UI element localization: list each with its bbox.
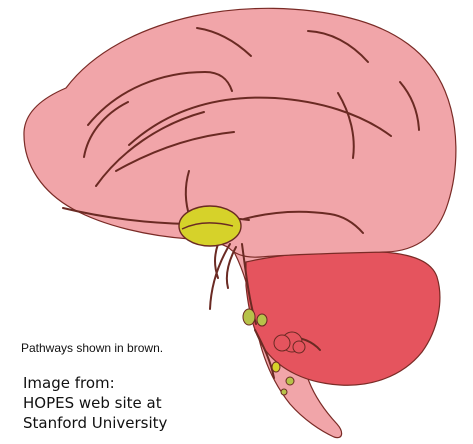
nucleus-8 xyxy=(293,341,305,353)
image-credit: Image from: HOPES web site at Stanford U… xyxy=(23,373,167,433)
nucleus-2 xyxy=(257,314,267,326)
nucleus-5 xyxy=(281,389,287,395)
nucleus-3 xyxy=(272,362,280,372)
nucleus-1 xyxy=(243,309,255,325)
nucleus-7 xyxy=(274,335,290,351)
credit-line-2: HOPES web site at xyxy=(23,393,167,413)
credit-line-3: Stanford University xyxy=(23,413,167,433)
pathways-note: Pathways shown in brown. xyxy=(21,341,163,355)
credit-line-1: Image from: xyxy=(23,373,167,393)
nucleus-4 xyxy=(286,377,294,385)
